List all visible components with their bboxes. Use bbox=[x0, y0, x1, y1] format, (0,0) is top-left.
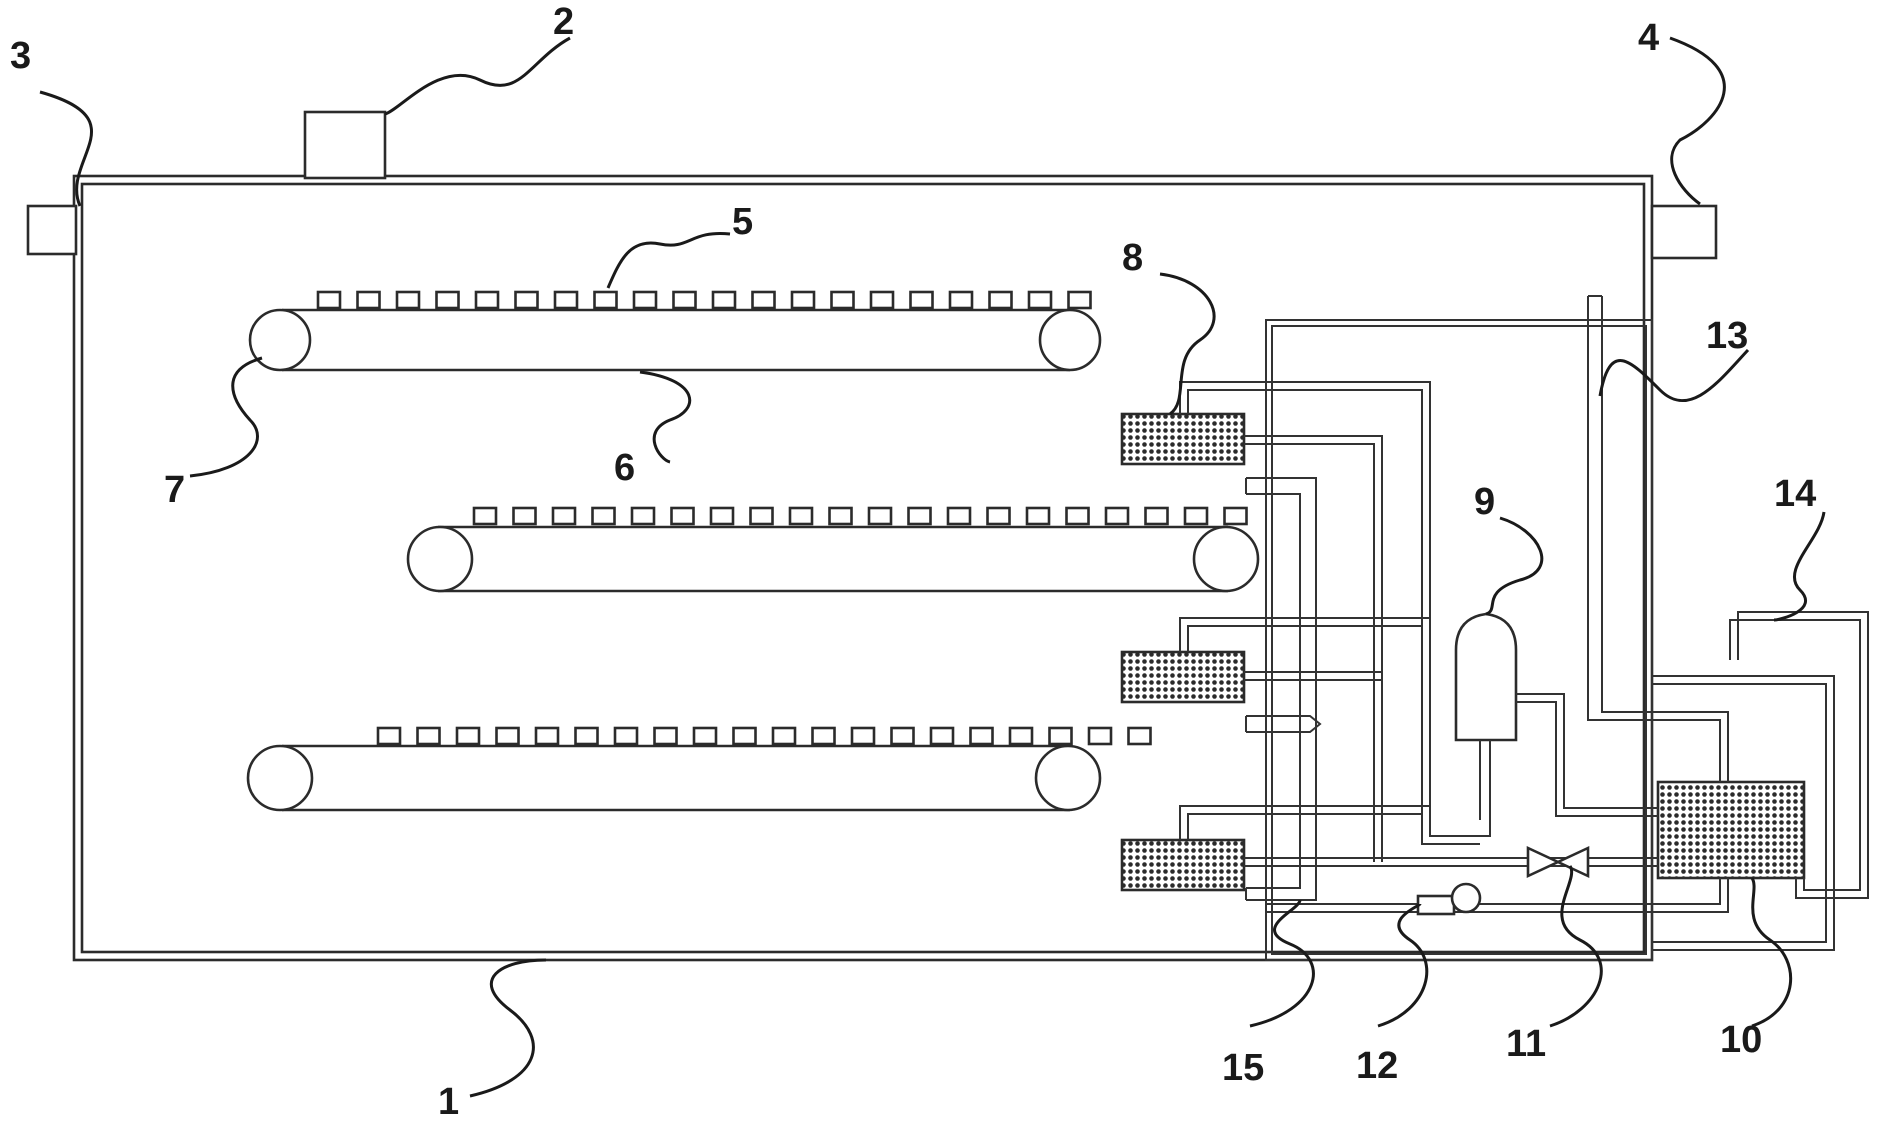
tray bbox=[435, 290, 460, 310]
tray bbox=[553, 290, 579, 310]
tray bbox=[593, 290, 618, 310]
label-13: 13 bbox=[1706, 315, 1748, 357]
label-3: 3 bbox=[10, 35, 31, 77]
tray bbox=[376, 726, 402, 746]
label-2: 2 bbox=[553, 1, 574, 43]
tray bbox=[551, 506, 577, 526]
tray bbox=[1027, 290, 1053, 310]
heater-coil-top bbox=[1120, 412, 1246, 466]
tray bbox=[356, 290, 381, 310]
tray bbox=[1067, 290, 1092, 310]
tray bbox=[1144, 506, 1169, 526]
label-1: 1 bbox=[438, 1081, 459, 1122]
tray bbox=[514, 290, 539, 310]
tray bbox=[929, 726, 955, 746]
label-10: 10 bbox=[1720, 1019, 1762, 1061]
tray bbox=[1223, 506, 1248, 526]
label-15: 15 bbox=[1222, 1047, 1264, 1089]
label-9: 9 bbox=[1474, 481, 1495, 523]
expansion-valve bbox=[1526, 845, 1590, 879]
compressor bbox=[1454, 612, 1518, 820]
evaporator bbox=[1656, 780, 1806, 880]
tray bbox=[574, 726, 599, 746]
tray bbox=[986, 506, 1011, 526]
tray bbox=[474, 290, 500, 310]
tray bbox=[988, 290, 1013, 310]
tray bbox=[1087, 726, 1113, 746]
heat-pump-frame bbox=[1265, 319, 1835, 961]
tray bbox=[692, 726, 718, 746]
tray bbox=[1183, 506, 1209, 526]
label-11: 11 bbox=[1506, 1023, 1546, 1065]
tray bbox=[591, 506, 616, 526]
tray bbox=[867, 506, 893, 526]
label-12: 12 bbox=[1356, 1045, 1398, 1087]
right-port bbox=[1650, 204, 1718, 260]
label-4: 4 bbox=[1638, 17, 1659, 59]
tray bbox=[946, 506, 972, 526]
tray bbox=[788, 506, 814, 526]
tray bbox=[890, 726, 915, 746]
tray bbox=[632, 290, 658, 310]
tray bbox=[395, 290, 421, 310]
tray bbox=[1008, 726, 1034, 746]
tray bbox=[751, 290, 776, 310]
tray bbox=[630, 506, 656, 526]
heater-coil-middle bbox=[1120, 650, 1246, 704]
top-port bbox=[303, 110, 387, 180]
label-7: 7 bbox=[164, 469, 185, 511]
tray bbox=[830, 290, 855, 310]
label-5: 5 bbox=[732, 201, 753, 243]
conveyor-top bbox=[248, 290, 1102, 372]
tray bbox=[1048, 726, 1073, 746]
conveyor-middle bbox=[406, 506, 1260, 593]
tray bbox=[732, 726, 757, 746]
tray bbox=[1104, 506, 1130, 526]
left-port bbox=[26, 204, 78, 256]
tray bbox=[316, 290, 342, 310]
tray bbox=[1025, 506, 1051, 526]
tray bbox=[670, 506, 695, 526]
tray bbox=[828, 506, 853, 526]
tray bbox=[948, 290, 974, 310]
label-8: 8 bbox=[1122, 237, 1143, 279]
tray bbox=[909, 290, 934, 310]
tray bbox=[455, 726, 481, 746]
tray bbox=[534, 726, 560, 746]
tray bbox=[790, 290, 816, 310]
tray bbox=[907, 506, 932, 526]
tray bbox=[850, 726, 876, 746]
tray bbox=[512, 506, 537, 526]
tray bbox=[416, 726, 441, 746]
tray bbox=[495, 726, 520, 746]
heater-coil-bottom bbox=[1120, 838, 1246, 892]
conveyor-bottom bbox=[246, 726, 1152, 812]
tray bbox=[969, 726, 994, 746]
circulation-fan bbox=[1416, 882, 1482, 916]
tray bbox=[472, 506, 498, 526]
tray bbox=[653, 726, 678, 746]
tray bbox=[613, 726, 639, 746]
leader-lines bbox=[39, 36, 1826, 1098]
housing bbox=[72, 174, 1654, 962]
tray bbox=[869, 290, 895, 310]
tray bbox=[749, 506, 774, 526]
tray bbox=[1065, 506, 1090, 526]
tray bbox=[711, 290, 737, 310]
tray bbox=[771, 726, 797, 746]
tray bbox=[811, 726, 836, 746]
tray bbox=[709, 506, 735, 526]
tray bbox=[1127, 726, 1152, 746]
label-6: 6 bbox=[614, 447, 635, 489]
label-14: 14 bbox=[1774, 473, 1816, 515]
tray bbox=[672, 290, 697, 310]
